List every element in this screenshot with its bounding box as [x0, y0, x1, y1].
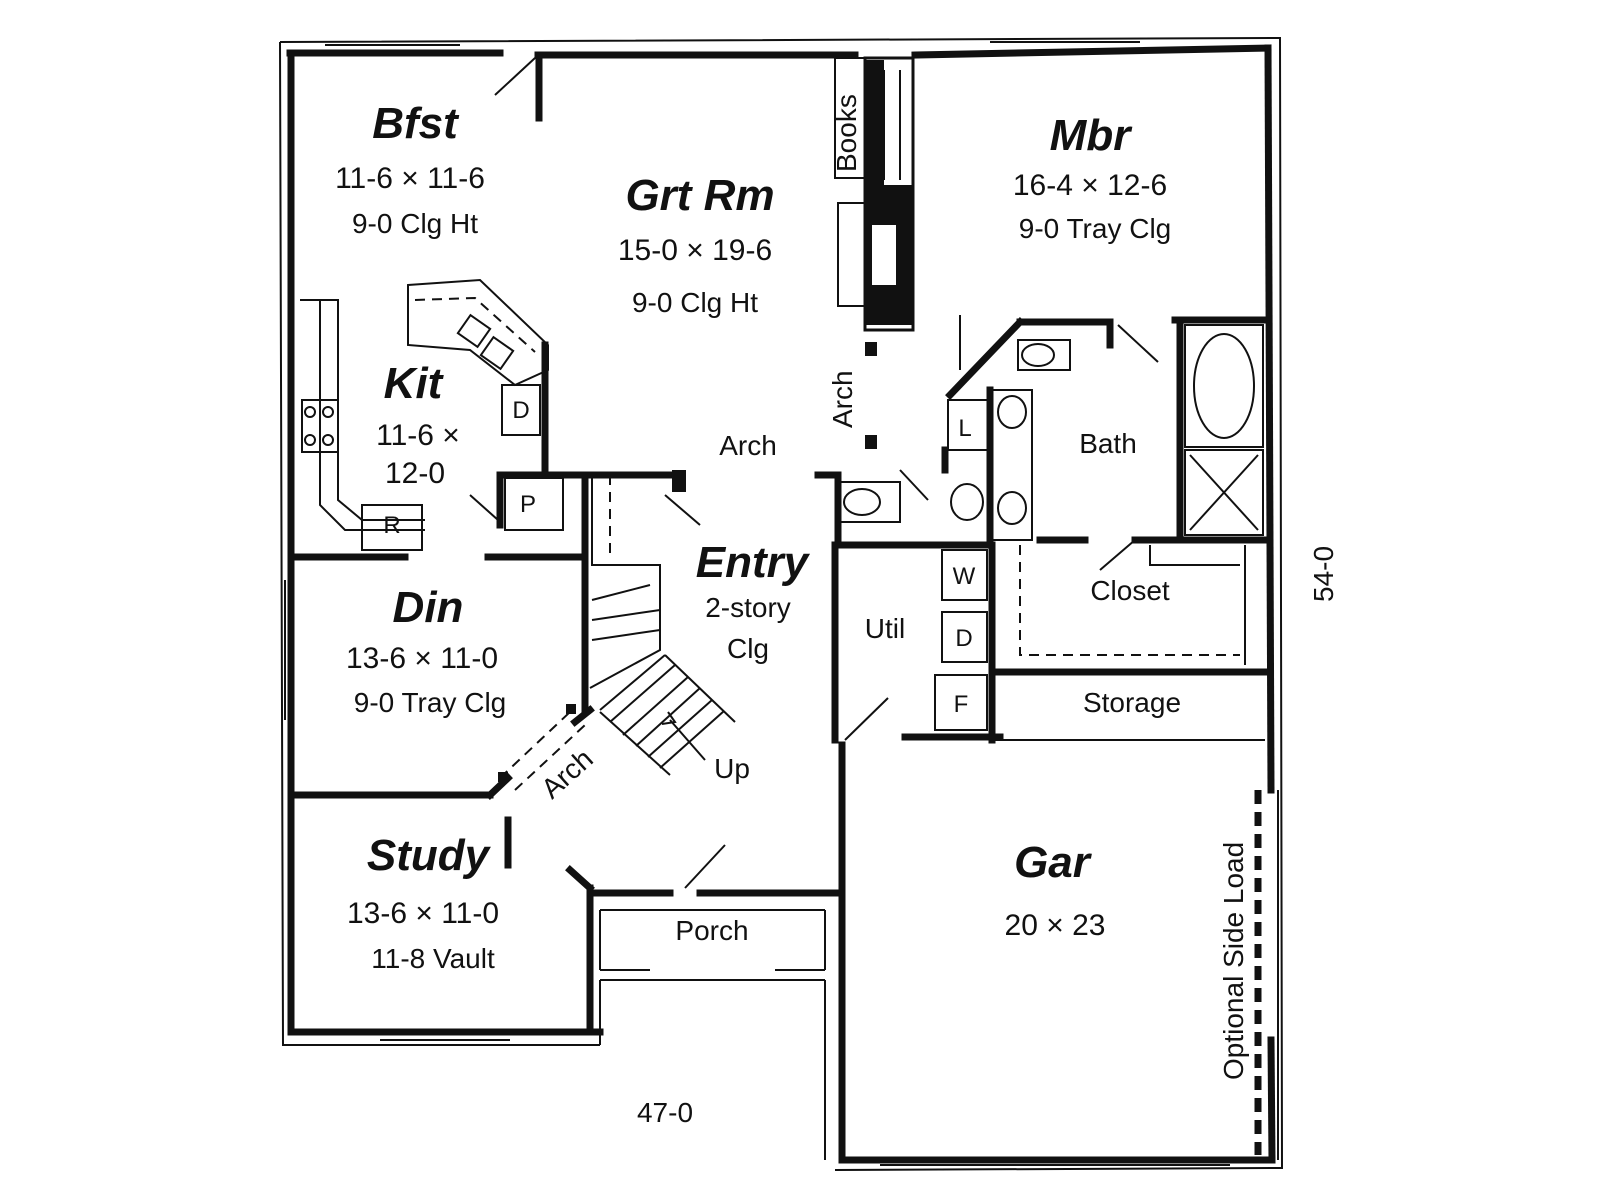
din-name: Din — [393, 583, 464, 632]
windows — [284, 41, 1230, 1166]
kit-dims-line2: 12-0 — [385, 457, 445, 490]
entry-name: Entry — [696, 538, 811, 587]
room-labels: Bfst 11-6 × 11-6 9-0 Clg Ht Grt Rm 15-0 … — [335, 99, 1181, 974]
staircase — [589, 475, 736, 776]
optional-side-load-door — [1254, 790, 1279, 1160]
bfst-dims: 11-6 × 11-6 — [335, 162, 485, 195]
kit-name: Kit — [384, 359, 445, 408]
mbr-note: 9-0 Tray Clg — [1019, 213, 1172, 244]
mbr-dims: 16-4 × 12-6 — [1013, 169, 1167, 202]
storage-name: Storage — [1083, 687, 1181, 718]
arch-vertical-label: Arch — [827, 370, 858, 428]
gar-dims: 20 × 23 — [1005, 909, 1106, 942]
dimension-labels: 47-0 54-0 — [637, 546, 1339, 1128]
arch-center-label: Arch — [719, 430, 777, 461]
closet-name: Closet — [1090, 575, 1170, 606]
dryer-label: D — [955, 625, 972, 652]
linen-label: L — [958, 415, 971, 442]
bfst-name: Bfst — [372, 99, 460, 148]
porch-name: Porch — [675, 915, 748, 946]
overall-depth: 54-0 — [1308, 546, 1339, 602]
interior-walls — [291, 316, 1269, 1164]
dishwasher-label: D — [512, 397, 529, 424]
study-name: Study — [367, 831, 492, 880]
misc-labels: Books Arch Arch Arch Up Optional Side Lo… — [535, 94, 1249, 1080]
mbr-name: Mbr — [1050, 111, 1134, 160]
din-dims: 13-6 × 11-0 — [346, 642, 498, 675]
laundry-appliances — [934, 549, 988, 731]
up-label: Up — [714, 753, 750, 784]
washer-label: W — [953, 563, 976, 590]
arch-diagonal-label: Arch — [535, 743, 599, 805]
fireplace — [837, 56, 915, 332]
refrigerator-label: R — [383, 512, 400, 539]
books-label: Books — [831, 94, 862, 172]
fixture-labels: D P R L W D F — [383, 397, 975, 718]
overall-width: 47-0 — [637, 1097, 693, 1128]
study-dims: 13-6 × 11-0 — [347, 897, 499, 930]
grt-rm-dims: 15-0 × 19-6 — [618, 234, 772, 267]
door-swings — [469, 57, 1159, 889]
entry-note-line1: 2-story — [705, 592, 791, 623]
arch-openings — [498, 704, 586, 791]
entry-note-line2: Clg — [727, 633, 769, 664]
grt-rm-name: Grt Rm — [625, 171, 774, 220]
outer-walls — [279, 36, 1284, 1171]
kitchen-counters — [300, 278, 564, 551]
bath-fixtures — [839, 324, 1264, 541]
util-name: Util — [865, 613, 905, 644]
study-note: 11-8 Vault — [371, 943, 495, 974]
bfst-note: 9-0 Clg Ht — [352, 208, 478, 239]
optional-side-load-label: Optional Side Load — [1218, 842, 1249, 1080]
pantry-label: P — [520, 491, 536, 518]
grt-rm-note: 9-0 Clg Ht — [632, 287, 758, 318]
bookshelf — [834, 57, 866, 179]
freezer-label: F — [954, 691, 969, 718]
din-note: 9-0 Tray Clg — [354, 687, 507, 718]
gar-name: Gar — [1014, 838, 1093, 887]
kit-dims-line1: 11-6 × — [376, 419, 460, 452]
bath-name: Bath — [1079, 428, 1137, 459]
